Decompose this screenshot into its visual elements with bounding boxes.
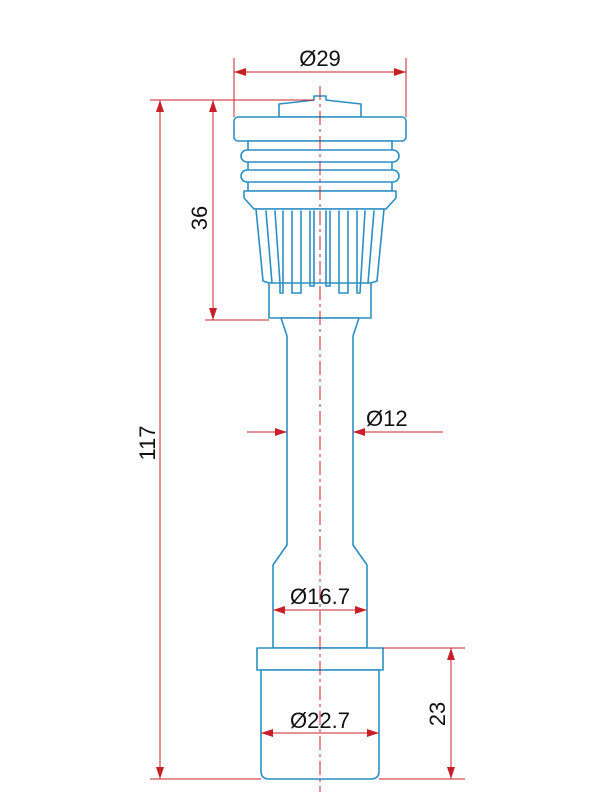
arrowheads xyxy=(156,68,455,779)
fin-slot-3 xyxy=(291,210,302,294)
fin-slot-7 xyxy=(356,210,366,294)
fin-slot-6 xyxy=(338,210,349,294)
label-neck-diameter: Ø16.7 xyxy=(290,584,350,609)
fin-slot-4 xyxy=(309,210,315,287)
fin-slot-1 xyxy=(265,210,273,284)
label-shaft-diameter: Ø12 xyxy=(366,406,408,431)
label-total-length: 117 xyxy=(135,425,160,460)
label-top-diameter: Ø29 xyxy=(299,46,341,71)
fin-slot-8 xyxy=(367,210,375,284)
dimension-lines xyxy=(159,71,452,779)
fin-slot-5 xyxy=(325,210,331,287)
dimension-labels: Ø29 36 117 Ø12 Ø16.7 Ø22.7 23 xyxy=(135,46,450,733)
label-base-height: 23 xyxy=(425,702,450,726)
label-head-height: 36 xyxy=(187,206,212,230)
label-base-diameter: Ø22.7 xyxy=(290,708,350,733)
fin-slot-2 xyxy=(274,210,284,294)
